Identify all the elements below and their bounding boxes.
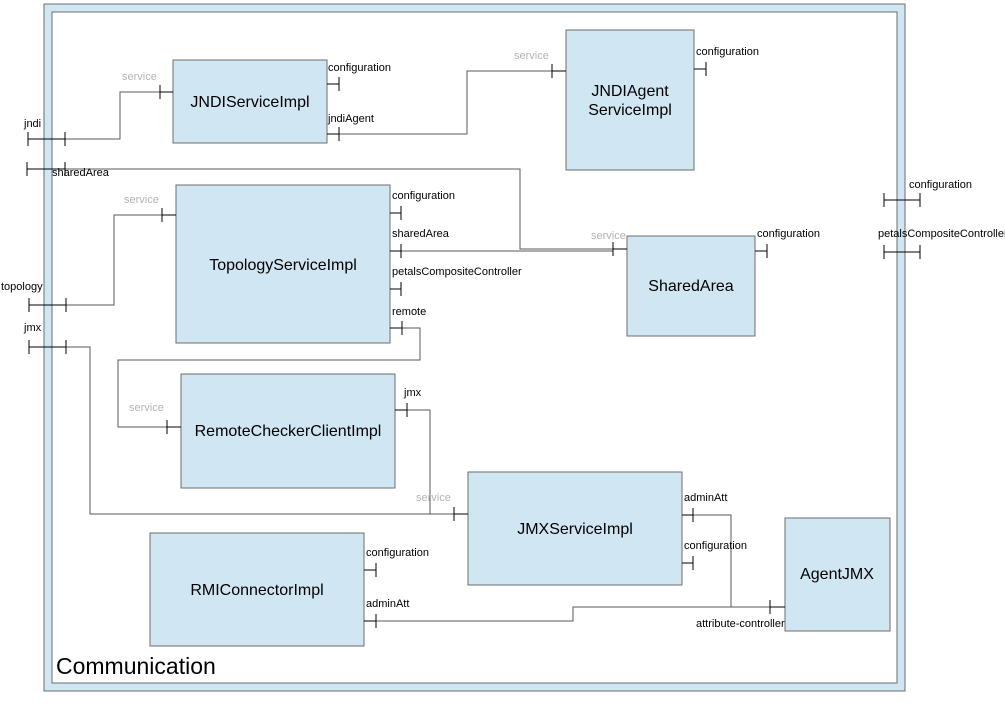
label-jndiservice-configuration: configuration bbox=[328, 62, 391, 74]
port-remotechecker-service bbox=[166, 420, 181, 434]
component-name-line1: JNDIAgent bbox=[591, 83, 669, 100]
label-topology-sharedarea: sharedArea bbox=[392, 228, 450, 240]
composite-port-jndi bbox=[27, 132, 66, 146]
composite-port-sharedarea bbox=[26, 162, 66, 176]
composite-interface-labels: jndi sharedArea topology jmx configurati… bbox=[1, 118, 1005, 334]
label-composite-topology: topology bbox=[1, 281, 43, 293]
component-ports bbox=[159, 62, 785, 628]
label-topology-remote: remote bbox=[392, 306, 426, 318]
component-sharedarea[interactable]: SharedArea bbox=[626, 235, 756, 337]
component-jndiserviceimpl[interactable]: JNDIServiceImpl bbox=[172, 59, 328, 144]
component-remotecheckerclientimpl[interactable]: RemoteCheckerClientImpl bbox=[180, 373, 396, 489]
label-composite-jmx: jmx bbox=[23, 322, 42, 334]
component-name: RemoteCheckerClientImpl bbox=[195, 423, 382, 440]
wire-jndi-to-jndiservice bbox=[65, 91, 160, 140]
port-jmxservice-configuration bbox=[682, 556, 694, 570]
label-composite-configuration: configuration bbox=[909, 179, 972, 191]
port-remotechecker-jmx bbox=[395, 403, 408, 417]
label-agentjmx-attribute-controller: attribute-controller bbox=[696, 618, 785, 630]
wire-remotechecker-jmx-to-jmxservice bbox=[407, 409, 431, 514]
label-topology-petals: petalsCompositeController bbox=[392, 266, 522, 278]
port-jndiservice-service bbox=[159, 85, 173, 99]
wire-jndiagent-to-jndiagentservice bbox=[339, 70, 552, 135]
component-box bbox=[172, 59, 328, 144]
label-composite-sharedarea: sharedArea bbox=[52, 167, 110, 179]
port-agentjmx-attribute-controller bbox=[769, 600, 785, 614]
component-topologyserviceimpl[interactable]: TopologyServiceImpl bbox=[175, 184, 391, 344]
component-box bbox=[175, 184, 391, 344]
label-composite-jndi: jndi bbox=[23, 118, 41, 130]
label-jndiservice-jndiagent: jndiAgent bbox=[327, 113, 374, 125]
label-jmxservice-adminatt: adminAtt bbox=[684, 492, 727, 504]
port-topology-sharedarea bbox=[390, 244, 402, 258]
label-topology-service: service bbox=[124, 194, 159, 206]
component-name: AgentJMX bbox=[800, 566, 874, 583]
component-name: SharedArea bbox=[648, 278, 733, 295]
component-box bbox=[565, 29, 695, 171]
interface-labels: service configuration jndiAgent service … bbox=[122, 46, 820, 630]
port-jndiagent-service bbox=[551, 64, 566, 78]
wires bbox=[65, 70, 770, 622]
component-jndiagentserviceimpl[interactable]: JNDIAgent ServiceImpl bbox=[565, 29, 695, 171]
composite-title: Communication bbox=[56, 653, 216, 679]
wire-remote-to-remotechecker bbox=[117, 327, 421, 428]
port-jndiservice-jndiagent bbox=[327, 127, 340, 141]
composite-port-topology bbox=[28, 298, 67, 312]
component-agentjmx[interactable]: AgentJMX bbox=[784, 517, 891, 632]
label-jndiagent-service: service bbox=[514, 50, 549, 62]
label-rmi-adminatt: adminAtt bbox=[366, 598, 409, 610]
component-jmxserviceimpl[interactable]: JMXServiceImpl bbox=[467, 471, 683, 586]
component-name: JMXServiceImpl bbox=[517, 521, 633, 538]
label-sharedarea-service: service bbox=[591, 230, 626, 242]
label-jndiagent-configuration: configuration bbox=[696, 46, 759, 58]
component-box bbox=[626, 235, 756, 337]
label-topology-configuration: configuration bbox=[392, 190, 455, 202]
port-jmxservice-service bbox=[453, 507, 468, 521]
label-composite-petals: petalsCompositeController bbox=[878, 228, 1005, 240]
component-box bbox=[149, 532, 365, 647]
port-topology-service bbox=[161, 208, 176, 222]
label-rmi-configuration: configuration bbox=[366, 547, 429, 559]
component-name: JNDIServiceImpl bbox=[190, 94, 309, 111]
label-remotechecker-jmx: jmx bbox=[403, 387, 422, 399]
label-jmxservice-service: service bbox=[416, 492, 451, 504]
port-topology-petals bbox=[390, 282, 402, 296]
label-jndiservice-service: service bbox=[122, 71, 157, 83]
port-rmi-adminatt bbox=[364, 614, 377, 628]
component-name: TopologyServiceImpl bbox=[209, 257, 357, 274]
wire-topology-to-topologyservice bbox=[66, 214, 162, 306]
component-rmiconnectorimpl[interactable]: RMIConnectorImpl bbox=[149, 532, 365, 647]
port-jndiagent-configuration bbox=[694, 62, 707, 76]
component-box bbox=[467, 471, 683, 586]
composite-port-configuration bbox=[883, 193, 921, 207]
port-sharedarea-service bbox=[612, 242, 627, 256]
component-box bbox=[784, 517, 891, 632]
wire-rmi-adminatt-to-agentjmx bbox=[376, 606, 770, 622]
label-sharedarea-configuration: configuration bbox=[757, 228, 820, 240]
port-sharedarea-configuration bbox=[755, 244, 768, 258]
component-box bbox=[180, 373, 396, 489]
label-jmxservice-configuration: configuration bbox=[684, 540, 747, 552]
port-rmi-configuration bbox=[364, 563, 377, 577]
label-remotechecker-service: service bbox=[129, 402, 164, 414]
wire-jmx-to-jmxservice bbox=[66, 346, 454, 515]
component-name-line2: ServiceImpl bbox=[588, 102, 672, 119]
port-jndiservice-configuration bbox=[327, 77, 340, 91]
composite-port-jmx bbox=[28, 340, 67, 354]
component-name: RMIConnectorImpl bbox=[190, 582, 323, 599]
port-topology-remote bbox=[390, 321, 403, 335]
composite-port-petals bbox=[883, 245, 921, 259]
wire-sharedarea-to-sharedarea-service bbox=[65, 168, 613, 250]
port-jmxservice-adminatt bbox=[682, 508, 694, 522]
port-topology-configuration bbox=[390, 206, 402, 220]
composite-ports bbox=[26, 132, 921, 354]
